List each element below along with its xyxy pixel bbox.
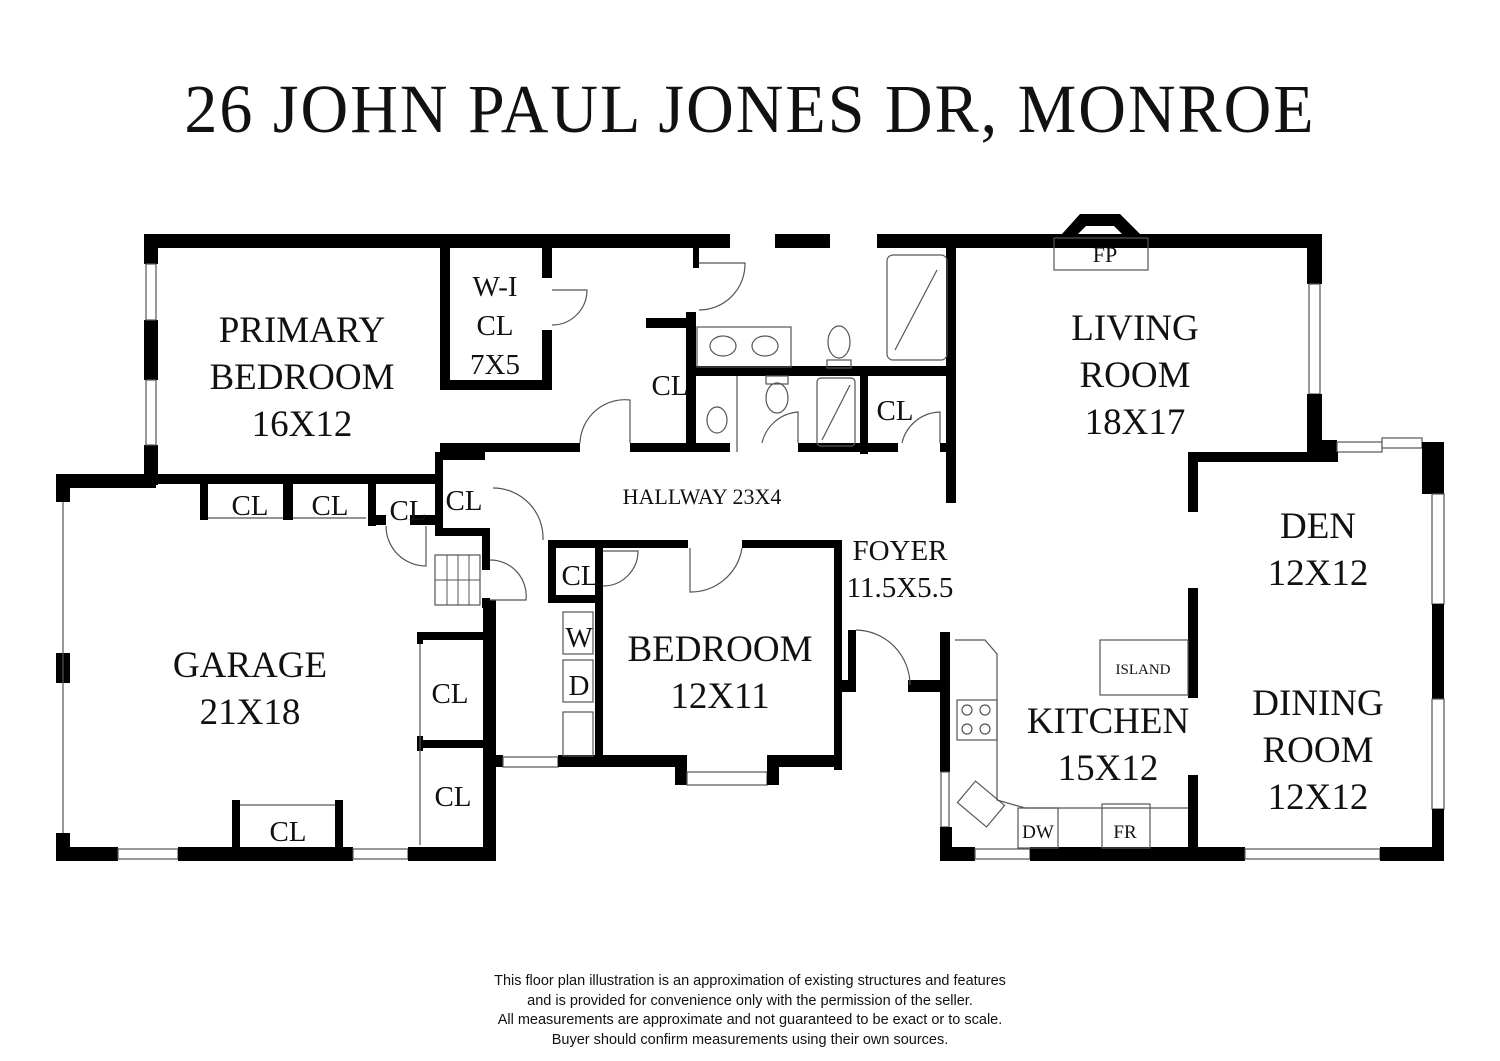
washer-label: W (565, 622, 593, 654)
kitchen-size: 15X12 (1058, 748, 1159, 789)
refrigerator (1101, 803, 1151, 849)
sink-icon (706, 406, 728, 434)
walls (56, 214, 1445, 861)
kitchen-sink-icon (956, 780, 1006, 828)
closet-label: CL (561, 560, 598, 592)
bathtub-icon (886, 254, 948, 361)
closet-label: CL (445, 485, 482, 517)
garage-label: GARAGE (173, 645, 327, 686)
hallway-label: HALLWAY 23X4 (623, 484, 782, 509)
disclaimer-line: Buyer should confirm measurements using … (551, 1031, 949, 1048)
den-size: 12X12 (1268, 553, 1369, 594)
closet-label: CL (434, 781, 471, 813)
disclaimer: This floor plan illustration is an appro… (0, 972, 1500, 1050)
dryer-label: D (569, 670, 590, 702)
fireplace-hearth (1053, 237, 1149, 271)
svg-text:CL: CL (476, 310, 513, 342)
living-room-size: 18X17 (1085, 402, 1186, 443)
closet-label: CL (269, 816, 306, 848)
fridge-label: FR (1113, 822, 1137, 843)
disclaimer-line: This floor plan illustration is an appro… (494, 973, 1006, 989)
bedroom-size: 12X11 (670, 676, 769, 717)
primary-bedroom-size: 16X12 (252, 404, 353, 445)
dishwasher (1017, 807, 1059, 849)
property-address-title: 26 JOHN PAUL JONES DR, MONROE (184, 71, 1316, 148)
svg-text:BEDROOM: BEDROOM (209, 357, 394, 398)
primary-bedroom-label: PRIMARY (219, 310, 386, 351)
foyer-size: 11.5X5.5 (847, 572, 954, 604)
garage-size: 21X18 (200, 692, 301, 733)
fixtures (562, 237, 1189, 849)
room-labels: PRIMARY BEDROOM 16X12 W-I CL 7X5 FP LIVI… (173, 242, 1384, 848)
dishwasher-label: DW (1022, 822, 1054, 843)
den-label: DEN (1280, 506, 1356, 547)
disclaimer-line: All measurements are approximate and not… (497, 1012, 1003, 1028)
dining-room-size: 12X12 (1268, 777, 1369, 818)
closet-label: CL (431, 678, 468, 710)
closet-label: CL (231, 490, 268, 522)
svg-text:ROOM: ROOM (1079, 355, 1190, 396)
bedroom-label: BEDROOM (627, 629, 812, 670)
closet-label: CL (311, 490, 348, 522)
sink-icon (751, 335, 779, 357)
kitchen-label: KITCHEN (1027, 701, 1189, 742)
svg-text:ROOM: ROOM (1262, 730, 1373, 771)
closet-label: CL (389, 495, 426, 527)
toilet-icon (827, 325, 851, 359)
dryer (562, 659, 594, 703)
stove-icon (956, 699, 998, 741)
foyer-label: FOYER (852, 535, 948, 567)
walkin-closet-size: 7X5 (470, 349, 520, 381)
closet-label: CL (651, 370, 688, 402)
disclaimer-line: and is provided for convenience only wit… (527, 992, 973, 1009)
washer (562, 611, 594, 655)
sink-icon (709, 335, 737, 357)
dining-room-label: DINING (1252, 683, 1384, 724)
walkin-closet-label: W-I (472, 271, 517, 303)
island-label: ISLAND (1116, 662, 1171, 678)
kitchen-island (1099, 639, 1189, 696)
toilet-icon (765, 382, 789, 414)
living-room-label: LIVING (1071, 308, 1198, 349)
shower-icon (816, 377, 856, 447)
closet-label: CL (876, 395, 913, 427)
double-vanity (696, 326, 792, 368)
fireplace-label: FP (1093, 242, 1117, 267)
laundry-sink (562, 711, 594, 757)
door-swings (385, 262, 941, 686)
